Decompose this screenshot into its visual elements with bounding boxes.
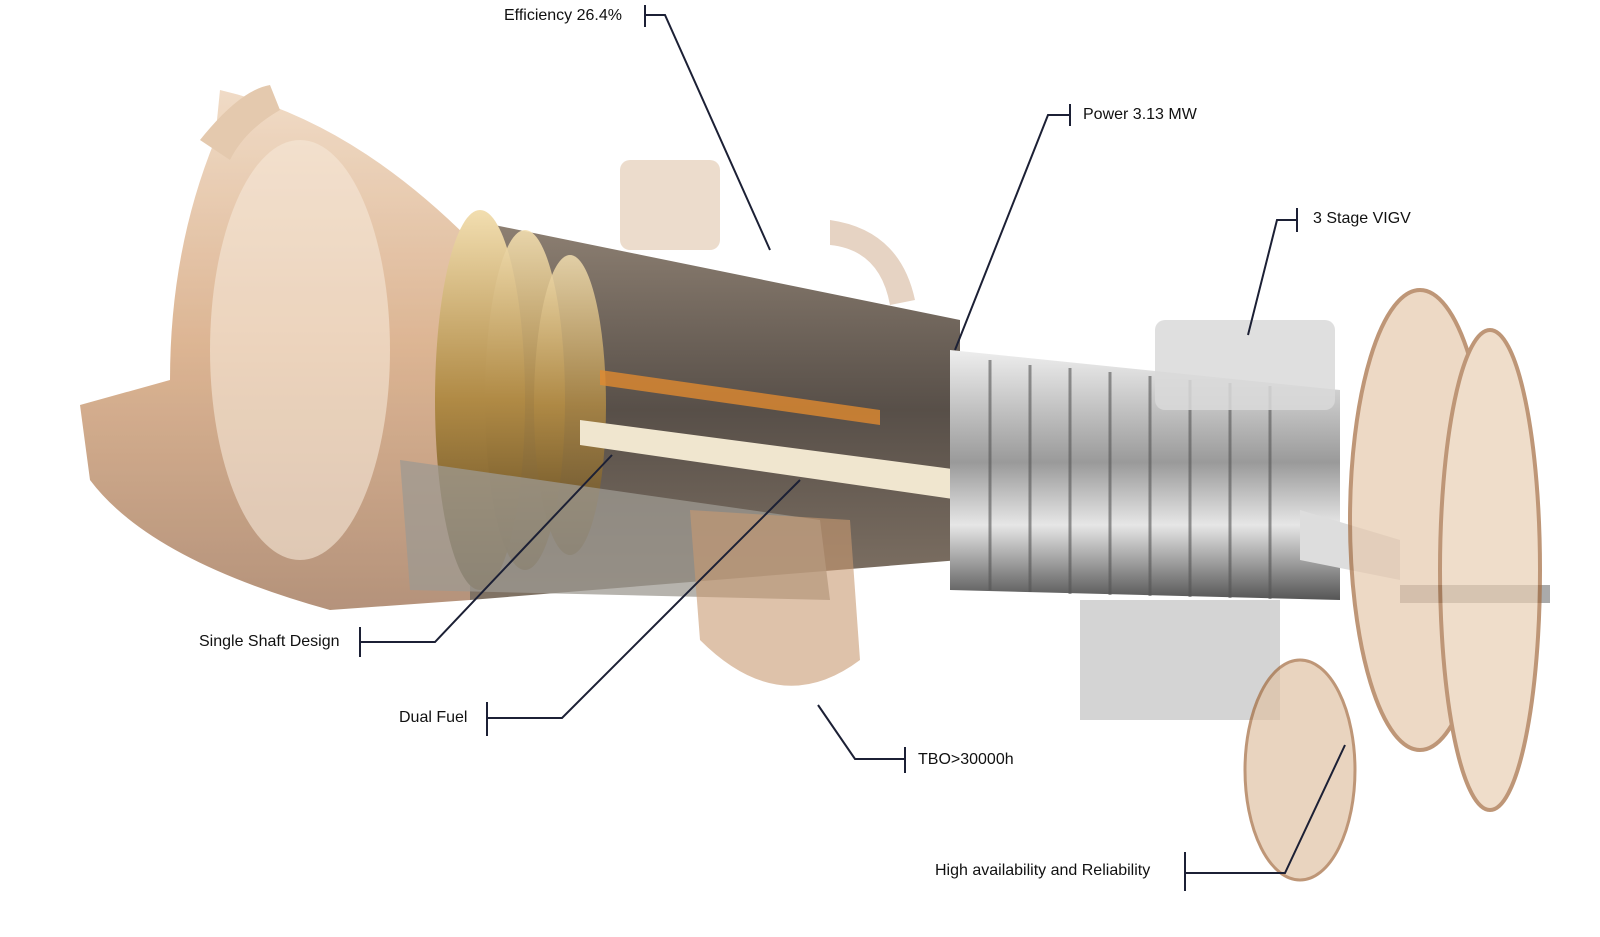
callout-single-shaft: Single Shaft Design — [199, 633, 340, 650]
callout-availability: High availability and Reliability — [935, 862, 1151, 879]
leader-lines — [359, 5, 1346, 891]
callout-power: Power 3.13 MW — [1083, 106, 1197, 123]
leader-tbo — [817, 704, 906, 773]
callout-dual-fuel: Dual Fuel — [399, 709, 468, 726]
exhaust-flanges — [1243, 288, 1542, 882]
leader-vigv — [1247, 208, 1298, 336]
air-inlet — [80, 85, 470, 610]
callout-vigv: 3 Stage VIGV — [1313, 210, 1411, 227]
leader-dual-fuel — [486, 479, 801, 736]
leader-efficiency — [644, 5, 771, 251]
callout-efficiency: Efficiency 26.4% — [504, 7, 622, 24]
leader-availability — [1184, 744, 1346, 891]
callout-tbo: TBO>30000h — [918, 751, 1014, 768]
leader-power — [954, 104, 1071, 351]
compressor-section — [400, 160, 960, 686]
leader-single-shaft — [359, 454, 613, 657]
